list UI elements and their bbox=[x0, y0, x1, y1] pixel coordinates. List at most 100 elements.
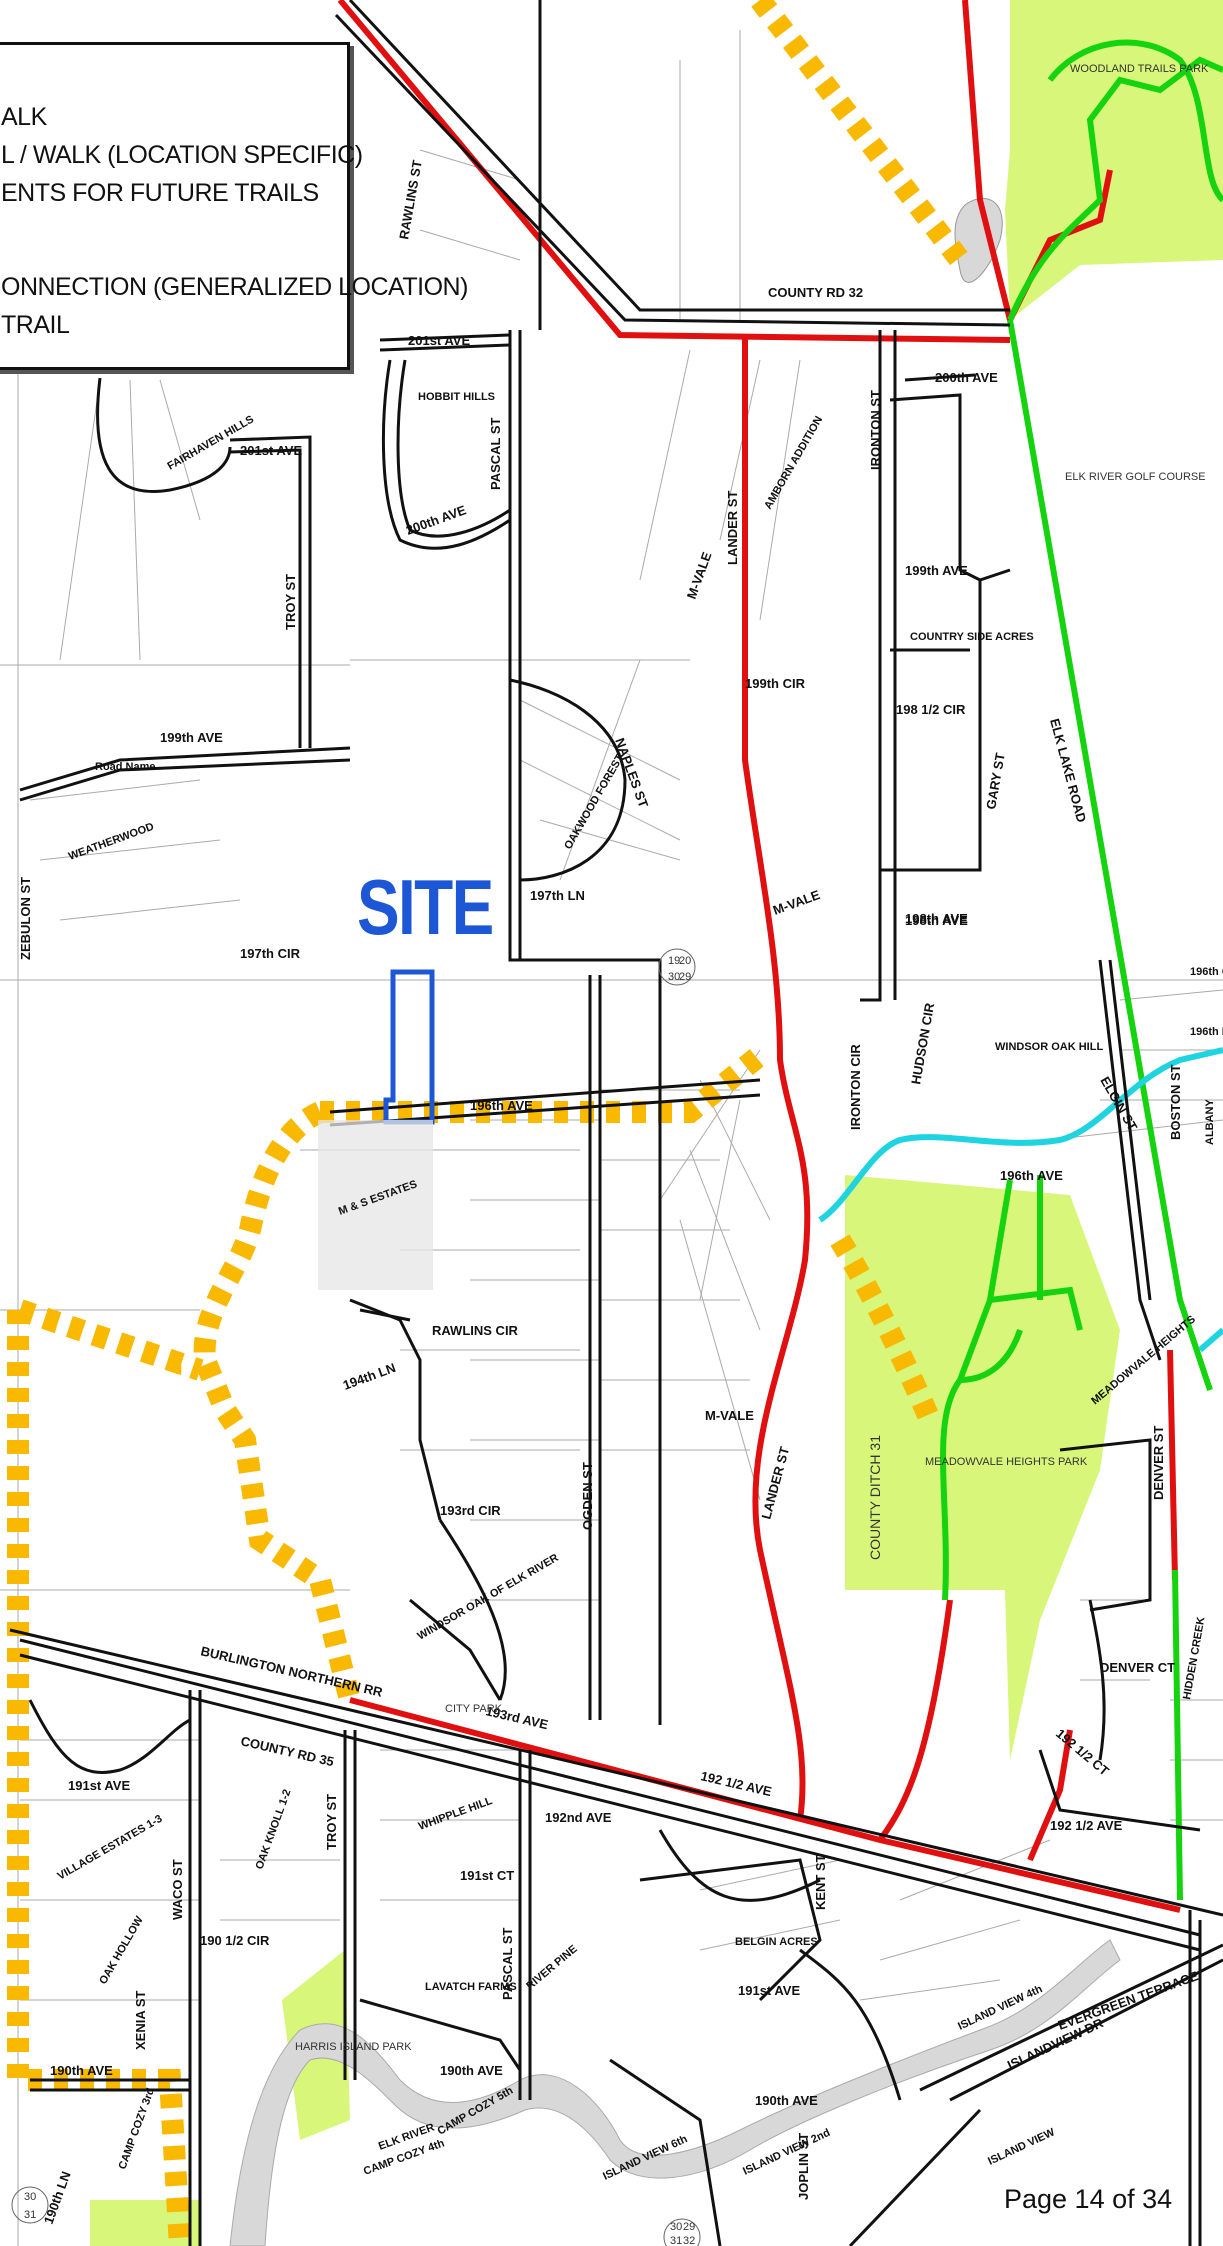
label-windsor-oak-elk-river: WINDSOR OAK OF ELK RIVER bbox=[416, 1552, 561, 1643]
site-label: SITE bbox=[357, 863, 494, 951]
regional-trails bbox=[940, 39, 1223, 1901]
label-hudson-cir: HUDSON CIR bbox=[908, 1001, 937, 1085]
label-camp-cozy-3rd: CAMP COZY 3rd bbox=[117, 2086, 158, 2171]
label-pascal-st: PASCAL ST bbox=[488, 417, 503, 490]
elk-river-channel bbox=[229, 1939, 1121, 2246]
label-kent-st: KENT ST bbox=[813, 1854, 828, 1910]
label-191st-ave-south: 191st AVE bbox=[738, 1983, 800, 1998]
label-197th-ln: 197th LN bbox=[530, 888, 585, 903]
label-192nd-ave: 192nd AVE bbox=[545, 1810, 612, 1825]
label-oak-hollow: OAK HOLLOW bbox=[97, 1914, 146, 1987]
label-hobbit-hills: HOBBIT HILLS bbox=[418, 391, 495, 403]
label-190th-ave-mid: 190th AVE bbox=[440, 2063, 503, 2078]
legend-line-1: ALK bbox=[1, 103, 47, 131]
label-joplin-st: JOPLIN ST bbox=[796, 2133, 811, 2200]
label-xenia-st: XENIA ST bbox=[133, 1990, 148, 2050]
roads bbox=[9, 0, 1223, 2246]
label-192-half-ave-east: 192 1/2 AVE bbox=[1050, 1818, 1123, 1833]
label-199th-cir: 199th CIR bbox=[745, 676, 806, 691]
label-ogden-st: OGDEN ST bbox=[580, 1462, 595, 1530]
map-legend: ALK L / WALK (LOCATION SPECIFIC) ENTS FO… bbox=[0, 42, 468, 370]
label-amborn-addition: AMBORN ADDITION bbox=[762, 414, 825, 511]
label-196th-ct: 196th CT bbox=[1190, 966, 1223, 978]
label-section-29: 29 bbox=[679, 971, 691, 983]
label-191st-ave: 191st AVE bbox=[68, 1778, 130, 1793]
label-m-vale-3: M-VALE bbox=[705, 1408, 754, 1423]
label-199th-ave-west: 199th AVE bbox=[160, 730, 223, 745]
label-190th-ave: 190th AVE bbox=[50, 2063, 113, 2078]
label-196th-ave-east: 196th AVE bbox=[1000, 1168, 1063, 1183]
label-ironton-st: IRONTON ST bbox=[868, 390, 883, 470]
label-belgin-acres: BELGIN ACRES bbox=[735, 1936, 818, 1948]
label-200th-ave-east: 200th AVE bbox=[935, 370, 998, 385]
label-county-rd-35: COUNTY RD 35 bbox=[239, 1733, 335, 1769]
legend-line-6: TRAIL bbox=[1, 311, 70, 339]
label-196th-ave: 196th AVE bbox=[470, 1098, 533, 1113]
label-section-30c: 30 bbox=[670, 2221, 682, 2233]
legend-line-2: L / WALK (LOCATION SPECIFIC) bbox=[1, 141, 363, 169]
label-section-32c: 32 bbox=[683, 2235, 695, 2246]
label-198th-ave-b: 198th AVE bbox=[905, 913, 968, 928]
small-pond bbox=[954, 197, 1003, 283]
section-markers bbox=[11, 948, 701, 2246]
label-zebulon-st: ZEBULON ST bbox=[18, 877, 33, 960]
label-190th-ln: 190th LN bbox=[41, 2169, 74, 2226]
label-section-20: 20 bbox=[679, 955, 691, 967]
label-190-half-cir: 190 1/2 CIR bbox=[200, 1933, 270, 1948]
label-201st-ave: 201st AVE bbox=[408, 333, 470, 348]
label-troy-st-south: TROY ST bbox=[324, 1794, 339, 1850]
label-m-vale-2: M-VALE bbox=[771, 887, 822, 918]
label-windsor-oak-hill: WINDSOR OAK HILL bbox=[995, 1041, 1103, 1053]
label-oak-knoll: OAK KNOLL 1-2 bbox=[254, 1788, 294, 1871]
label-lander-st: LANDER ST bbox=[725, 491, 740, 565]
label-ironton-cir: IRONTON CIR bbox=[848, 1044, 863, 1130]
label-section-30: 30 bbox=[668, 971, 680, 983]
label-196th-ln: 196th LN bbox=[1190, 1026, 1223, 1038]
label-section-31: 31 bbox=[24, 2209, 36, 2221]
label-191st-ct: 191st CT bbox=[460, 1868, 514, 1883]
label-190th-ave-east: 190th AVE bbox=[755, 2093, 818, 2108]
label-rawlins-st: RAWLINS ST bbox=[396, 159, 425, 241]
label-river-pine: RIVER PINE bbox=[524, 1943, 579, 1992]
label-denver-ct: DENVER CT bbox=[1100, 1660, 1175, 1675]
ms-estates-block bbox=[318, 1120, 433, 1290]
label-lander-st-south: LANDER ST bbox=[758, 1445, 792, 1521]
label-198th-ave: 198th AVE bbox=[905, 911, 968, 926]
label-section-31c: 31 bbox=[670, 2235, 682, 2246]
label-197th-cir: 197th CIR bbox=[240, 946, 301, 961]
label-gary-st: GARY ST bbox=[983, 752, 1008, 811]
label-weatherwood: WEATHERWOOD bbox=[67, 821, 156, 863]
label-198-half-cir: 198 1/2 CIR bbox=[896, 702, 966, 717]
label-woodland-trails-park: WOODLAND TRAILS PARK bbox=[1070, 63, 1209, 75]
legend-line-5: ONNECTION (GENERALIZED LOCATION) bbox=[1, 273, 468, 301]
label-harris-island-park: HARRIS ISLAND PARK bbox=[295, 2041, 412, 2053]
label-meadowvale-heights-park: MEADOWVALE HEIGHTS PARK bbox=[925, 1456, 1088, 1468]
label-waco-st: WACO ST bbox=[170, 1859, 185, 1920]
label-pascal-st-south: PASCAL ST bbox=[500, 1927, 515, 2000]
page-number: Page 14 of 34 bbox=[1004, 2184, 1173, 2214]
label-county-ditch-31: COUNTY DITCH 31 bbox=[867, 1435, 883, 1560]
parcel-lines bbox=[0, 30, 1223, 2246]
label-boston-st: BOSTON ST bbox=[1168, 1064, 1183, 1140]
site-outline[interactable] bbox=[383, 969, 435, 1125]
label-m-vale-1: M-VALE bbox=[684, 550, 715, 601]
label-199th-ave: 199th AVE bbox=[905, 563, 968, 578]
site-parcel[interactable] bbox=[383, 969, 435, 1125]
elk-river bbox=[229, 197, 1121, 2246]
label-201st-ave-west: 201st AVE bbox=[240, 443, 302, 458]
legend-line-3: ENTS FOR FUTURE TRAILS bbox=[1, 179, 319, 207]
label-section-30b: 30 bbox=[24, 2191, 36, 2203]
label-island-view: ISLAND VIEW bbox=[986, 2126, 1057, 2168]
label-albany: ALBANY bbox=[1204, 1099, 1216, 1145]
label-whipple-hill: WHIPPLE HILL bbox=[417, 1795, 494, 1833]
label-oakwood-forest: OAKWOOD FOREST bbox=[562, 752, 626, 851]
label-194th-ln: 194th LN bbox=[341, 1360, 398, 1393]
label-lavatch-farms: LAVATCH FARMS bbox=[425, 1981, 517, 1993]
label-hidden-creek: HIDDEN CREEK bbox=[1181, 1616, 1207, 1701]
label-city-park: CITY PARK bbox=[445, 1703, 503, 1715]
label-193rd-cir: 193rd CIR bbox=[440, 1503, 501, 1518]
label-village-estates: VILLAGE ESTATES 1-3 bbox=[56, 1813, 165, 1883]
meadowvale-heights-park[interactable] bbox=[845, 1175, 1120, 1760]
label-country-side-acres: COUNTRY SIDE ACRES bbox=[910, 631, 1034, 643]
